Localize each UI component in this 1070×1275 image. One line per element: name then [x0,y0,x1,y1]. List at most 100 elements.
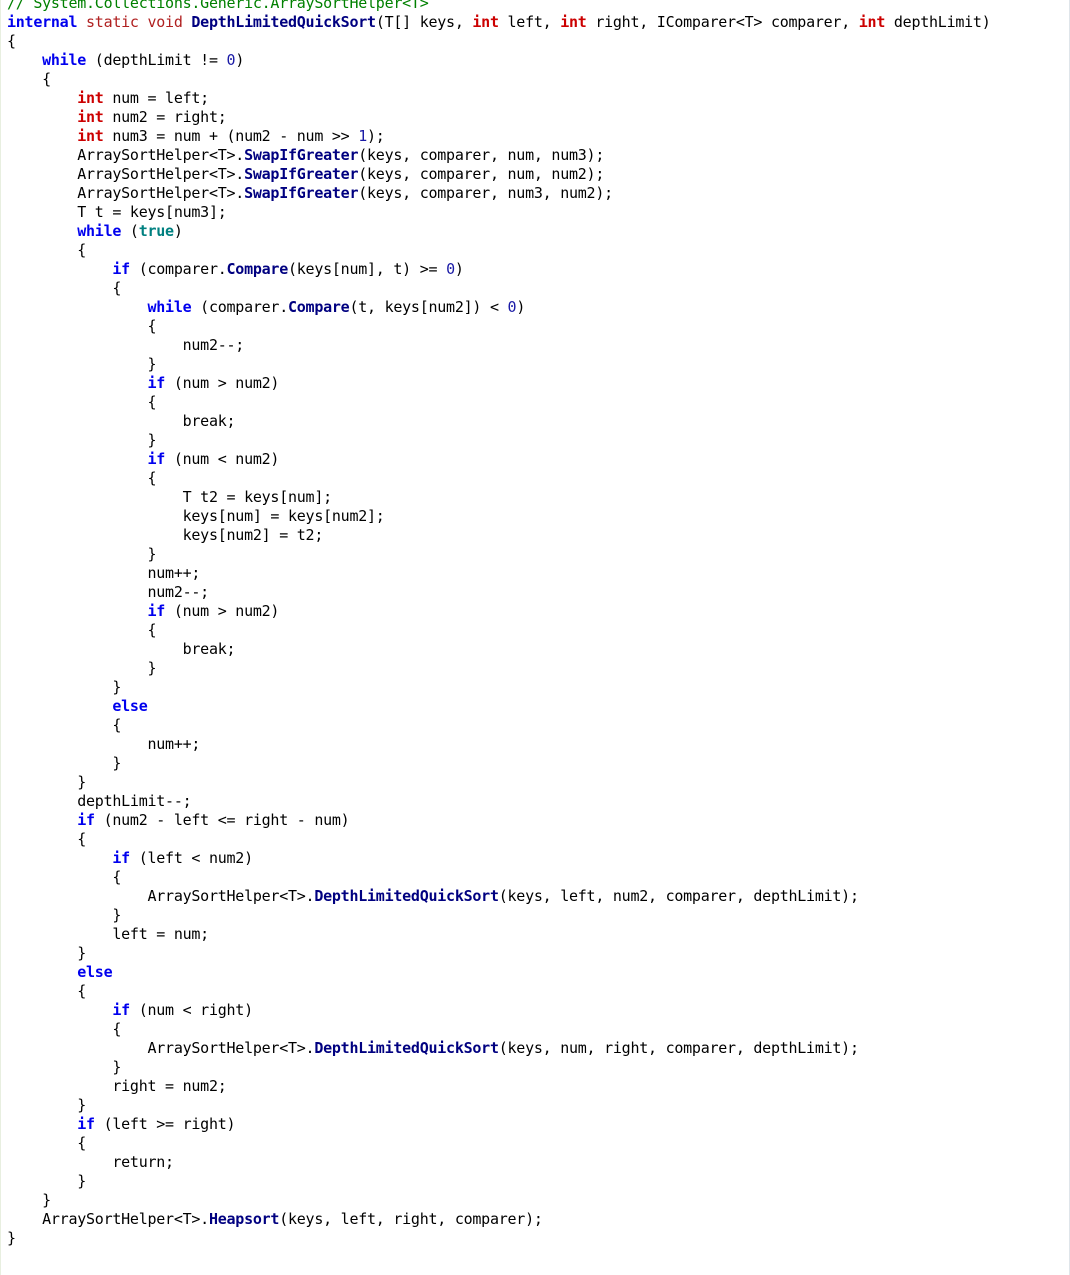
code-token-plain: ( [121,222,139,240]
code-token-plain [7,849,112,867]
code-line: } [7,659,991,678]
code-line: if (comparer.Compare(keys[num], t) >= 0) [7,260,991,279]
code-token-plain: (keys[num], t) >= [288,260,447,278]
code-line: left = num; [7,925,991,944]
code-token-lit: true [138,222,174,240]
code-token-plain: } [7,754,122,772]
code-token-plain: } [7,431,157,449]
code-token-plain [7,697,112,715]
code-token-plain: (keys, comparer, num3, num2); [358,184,613,202]
code-token-plain: } [7,773,87,791]
code-token-plain: (num2 - left <= right - num) [94,811,350,829]
code-line: T t2 = keys[num]; [7,488,991,507]
code-line: while (comparer.Compare(t, keys[num2]) <… [7,298,991,317]
code-line: while (depthLimit != 0) [7,51,991,70]
code-token-plain: (num > num2) [165,374,280,392]
code-token-method: SwapIfGreater [244,165,359,183]
code-line: break; [7,640,991,659]
code-token-plain [7,298,148,316]
code-token-kw-bold: if [112,260,130,278]
code-token-plain [7,1115,77,1133]
code-line: // System.Collections.Generic.ArraySortH… [7,0,991,13]
code-line: { [7,1020,991,1039]
code-token-plain: right, IComparer<T> comparer, [586,13,859,31]
code-token-plain: ) [173,222,183,240]
code-token-num: 0 [446,260,455,278]
code-token-plain: { [7,830,87,848]
code-token-plain: num2--; [7,583,209,601]
code-token-plain: return; [7,1153,174,1171]
code-token-plain: { [7,70,51,88]
code-token-kw-bold: if [112,1001,130,1019]
code-token-plain: ) [454,260,464,278]
code-token-plain: { [7,393,157,411]
code-token-method: DepthLimitedQuickSort [314,1039,499,1057]
code-token-kw-bold: if [77,1115,95,1133]
code-token-plain: (left >= right) [94,1115,236,1133]
code-token-plain: } [7,944,87,962]
code-token-plain [7,51,42,69]
code-token-plain [77,13,86,31]
code-token-plain: { [7,982,87,1000]
code-token-kw-bold: else [77,963,113,981]
code-line: while (true) [7,222,991,241]
code-token-method: Compare [288,298,350,316]
code-token-plain: } [7,1191,51,1209]
code-line: } [7,906,991,925]
code-token-kw-bold: if [147,450,166,468]
code-line: } [7,1229,991,1248]
code-token-plain [7,602,148,620]
code-token-plain: keys[num2] = t2; [7,526,324,544]
code-token-plain: left = num; [7,925,209,943]
code-line: { [7,1134,991,1153]
code-token-plain: { [7,469,157,487]
code-token-comment: // System.Collections.Generic.ArraySortH… [7,0,429,12]
code-token-plain: (t, keys[num2]) < [349,298,508,316]
code-line: if (left < num2) [7,849,991,868]
code-line: } [7,545,991,564]
code-line: ArraySortHelper<T>.SwapIfGreater(keys, c… [7,165,991,184]
code-line: keys[num2] = t2; [7,526,991,545]
code-token-num: 0 [226,51,236,69]
code-token-plain: break; [7,640,236,658]
code-token-plain: (num < right) [129,1001,253,1019]
code-token-kw-bold: internal [7,13,78,31]
code-line: int num = left; [7,89,991,108]
code-line: break; [7,412,991,431]
code-listing[interactable]: // System.Collections.Generic.ArraySortH… [7,0,991,1248]
code-token-plain [7,450,148,468]
code-token-plain: } [7,1229,16,1247]
code-line: right = num2; [7,1077,991,1096]
code-token-mod: static void [86,13,183,31]
code-token-plain [7,222,77,240]
code-line: } [7,431,991,450]
code-token-plain [7,127,77,145]
code-token-plain: ArraySortHelper<T>. [7,146,245,164]
code-token-plain: (keys, num, right, comparer, depthLimit)… [498,1039,859,1057]
code-line: } [7,1096,991,1115]
code-line: if (left >= right) [7,1115,991,1134]
code-token-method: Heapsort [208,1210,280,1228]
code-token-kw-bold: if [112,849,130,867]
code-line: { [7,32,991,51]
code-line: ArraySortHelper<T>.Heapsort(keys, left, … [7,1210,991,1229]
code-token-plain: num2 = right; [103,108,227,126]
code-line: } [7,678,991,697]
code-token-type: int [560,13,587,31]
code-line: } [7,1172,991,1191]
code-token-type: int [77,108,104,126]
code-token-plain: (num > num2) [165,602,280,620]
code-line: } [7,355,991,374]
code-token-plain: ArraySortHelper<T>. [7,887,315,905]
code-token-plain: } [7,545,157,563]
code-token-plain: num2--; [7,336,245,354]
code-token-plain: } [7,1058,122,1076]
code-token-plain: { [7,868,122,886]
code-line: { [7,241,991,260]
code-token-plain: (num < num2) [165,450,280,468]
code-line: { [7,830,991,849]
code-line: if (num > num2) [7,602,991,621]
code-line: return; [7,1153,991,1172]
code-token-plain: num = left; [103,89,209,107]
